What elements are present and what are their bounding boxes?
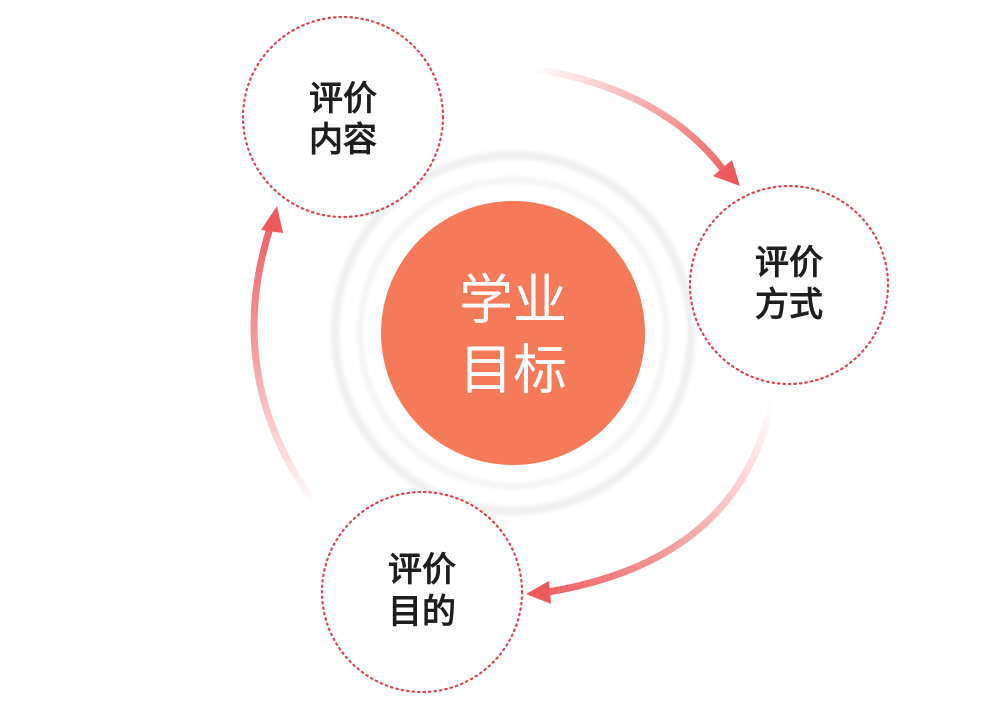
node-content-line1: 评价	[309, 79, 377, 119]
center-label-line1: 学业	[459, 269, 567, 332]
arrow-purpose-to-content	[250, 206, 322, 512]
arrow-head-icon	[261, 206, 283, 233]
node-method-line2: 方式	[755, 285, 823, 325]
center-halo-inner	[357, 177, 669, 489]
center-node: 学业 目标	[381, 201, 645, 465]
arrow-head-icon	[713, 160, 740, 186]
node-evaluation-purpose: 评价 目的	[320, 490, 524, 694]
center-halo-outer	[331, 151, 695, 515]
arrow-head-icon	[526, 581, 551, 604]
node-purpose-line2: 目的	[388, 592, 456, 632]
node-method-line1: 评价	[755, 243, 823, 283]
node-content-line2: 内容	[309, 120, 377, 160]
center-label-line2: 目标	[459, 339, 567, 402]
arrow-content-to-method	[526, 64, 740, 186]
arrow-method-to-purpose	[526, 396, 776, 604]
node-evaluation-content: 评价 内容	[241, 15, 445, 219]
node-evaluation-method: 评价 方式	[688, 184, 890, 386]
node-purpose-line1: 评价	[388, 550, 456, 590]
